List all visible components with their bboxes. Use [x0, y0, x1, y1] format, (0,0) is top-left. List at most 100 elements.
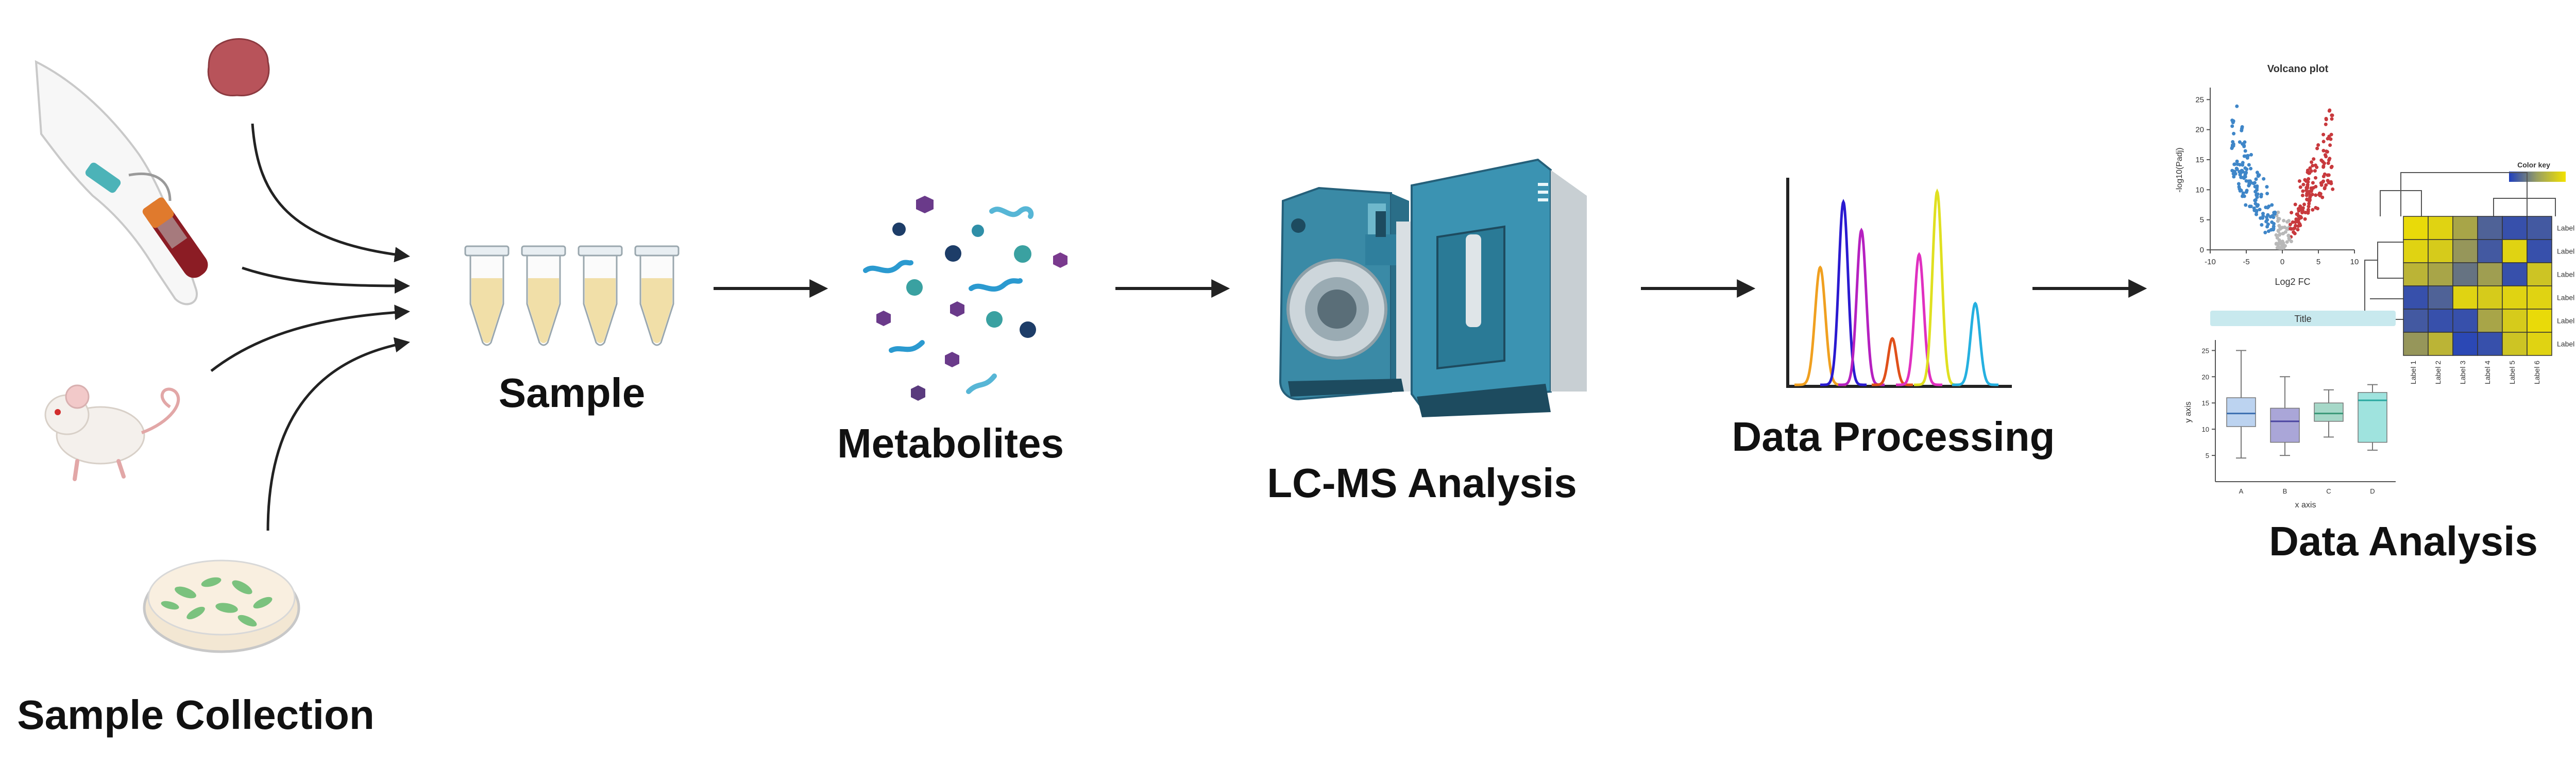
data-analysis-label: Data Analysis — [2269, 518, 2538, 564]
volcano-point — [2249, 152, 2253, 157]
volcano-point — [2314, 176, 2317, 180]
sample-tube — [464, 245, 510, 346]
volcano-point — [2327, 109, 2331, 113]
volcano-ylabel: -log10(Padj) — [2175, 147, 2184, 192]
volcano-point — [2261, 214, 2265, 218]
volcano-point — [2326, 179, 2330, 183]
lcms-group: LC-MS Analysis — [1267, 158, 1587, 506]
volcano-point — [2282, 218, 2286, 223]
volcano-point — [2248, 179, 2252, 183]
volcano-point — [2277, 224, 2281, 228]
boxplot-box: B — [2270, 376, 2300, 495]
volcano-point — [2235, 167, 2239, 172]
volcano-point — [2233, 162, 2237, 166]
volcano-point — [2235, 162, 2240, 166]
volcano-point — [2266, 213, 2270, 217]
volcano-point — [2298, 224, 2302, 227]
volcano-point — [2238, 170, 2242, 174]
volcano-point — [2308, 194, 2312, 198]
volcano-point — [2298, 185, 2302, 189]
volcano-point — [2283, 225, 2286, 229]
heatmap-cell — [2502, 309, 2528, 333]
chromatogram-peak — [1872, 336, 1913, 386]
volcano-point — [2230, 124, 2234, 128]
boxplot-category: B — [2283, 487, 2287, 495]
heatmap-cell — [2403, 262, 2429, 286]
heatmap-cell — [2477, 332, 2503, 356]
heatmap-row-label: Label D — [2557, 294, 2576, 302]
volcano-point — [2295, 212, 2299, 216]
volcano-point — [2233, 172, 2238, 176]
heatmap-cell — [2428, 332, 2453, 356]
sample-label: Sample — [499, 370, 646, 416]
volcano-point — [2270, 203, 2274, 207]
volcano-point — [2330, 113, 2334, 117]
volcano-ytick: 0 — [2200, 246, 2204, 254]
volcano-point — [2321, 140, 2326, 144]
volcano-point — [2276, 210, 2280, 214]
volcano-point — [2330, 164, 2334, 168]
volcano-ytick: 15 — [2195, 156, 2204, 164]
heatmap-cell — [2477, 309, 2503, 333]
volcano-point — [2255, 212, 2258, 216]
volcano-point — [2285, 240, 2289, 244]
volcano-point — [2304, 189, 2308, 192]
boxplot-ytick: 5 — [2206, 452, 2209, 460]
volcano-point — [2311, 164, 2315, 167]
heatmap-row-label: Label C — [2557, 270, 2576, 279]
volcano-point — [2278, 232, 2282, 236]
heatmap-cell — [2527, 309, 2552, 333]
volcano-point — [2292, 230, 2296, 234]
volcano-point — [2293, 220, 2297, 224]
volcano-point — [2329, 137, 2333, 141]
volcano-point — [2273, 210, 2277, 214]
volcano-point — [2231, 144, 2235, 148]
heatmap-cell — [2403, 239, 2429, 263]
volcano-point — [2276, 216, 2280, 220]
volcano-point — [2257, 173, 2260, 177]
volcano-point — [2303, 217, 2307, 221]
boxplot-category: A — [2239, 487, 2244, 495]
volcano-point — [2302, 202, 2306, 207]
boxplot-category: C — [2326, 487, 2331, 495]
chromatogram-peak — [1820, 198, 1867, 386]
heatmap: Color key Label ALabel BLabel CLabel DLa… — [2364, 161, 2576, 384]
volcano-point — [2262, 177, 2266, 181]
arm-blood-draw-illustration — [35, 60, 208, 305]
volcano-point — [2263, 230, 2267, 234]
heatmap-row-label: Label A — [2557, 224, 2576, 232]
volcano-xtick: 5 — [2316, 258, 2320, 266]
heatmap-cell — [2502, 216, 2528, 240]
volcano-point — [2327, 173, 2331, 177]
volcano-point — [2281, 231, 2285, 235]
volcano-point — [2296, 228, 2300, 232]
collection-arrows — [210, 123, 410, 531]
heatmap-col-label: Label 4 — [2483, 361, 2492, 384]
heatmap-cell — [2527, 332, 2552, 356]
volcano-point — [2289, 223, 2292, 227]
data-processing-label: Data Processing — [1732, 414, 2055, 460]
boxplot-category: D — [2370, 487, 2375, 495]
volcano-point — [2328, 157, 2332, 161]
heatmap-cell — [2527, 285, 2552, 310]
boxplot-ytick: 15 — [2202, 399, 2209, 407]
volcano-ytick: 10 — [2195, 185, 2204, 194]
volcano-point — [2300, 193, 2304, 197]
heatmap-cell — [2502, 332, 2528, 356]
volcano-point — [2293, 202, 2297, 207]
volcano-point — [2321, 179, 2326, 183]
volcano-point — [2321, 148, 2326, 152]
heatmap-row-label: Label F — [2557, 340, 2576, 348]
chromatogram-peak — [1896, 252, 1942, 386]
volcano-point — [2291, 220, 2295, 224]
heatmap-col-label: Label 6 — [2533, 361, 2541, 384]
volcano-point — [2256, 203, 2260, 207]
volcano-point — [2236, 182, 2241, 186]
volcano-ytick: 20 — [2195, 126, 2204, 134]
volcano-point — [2272, 225, 2276, 229]
volcano-point — [2286, 233, 2291, 237]
lcms-label: LC-MS Analysis — [1267, 460, 1577, 506]
metabolite-molecules — [863, 196, 1067, 401]
volcano-point — [2255, 188, 2259, 192]
